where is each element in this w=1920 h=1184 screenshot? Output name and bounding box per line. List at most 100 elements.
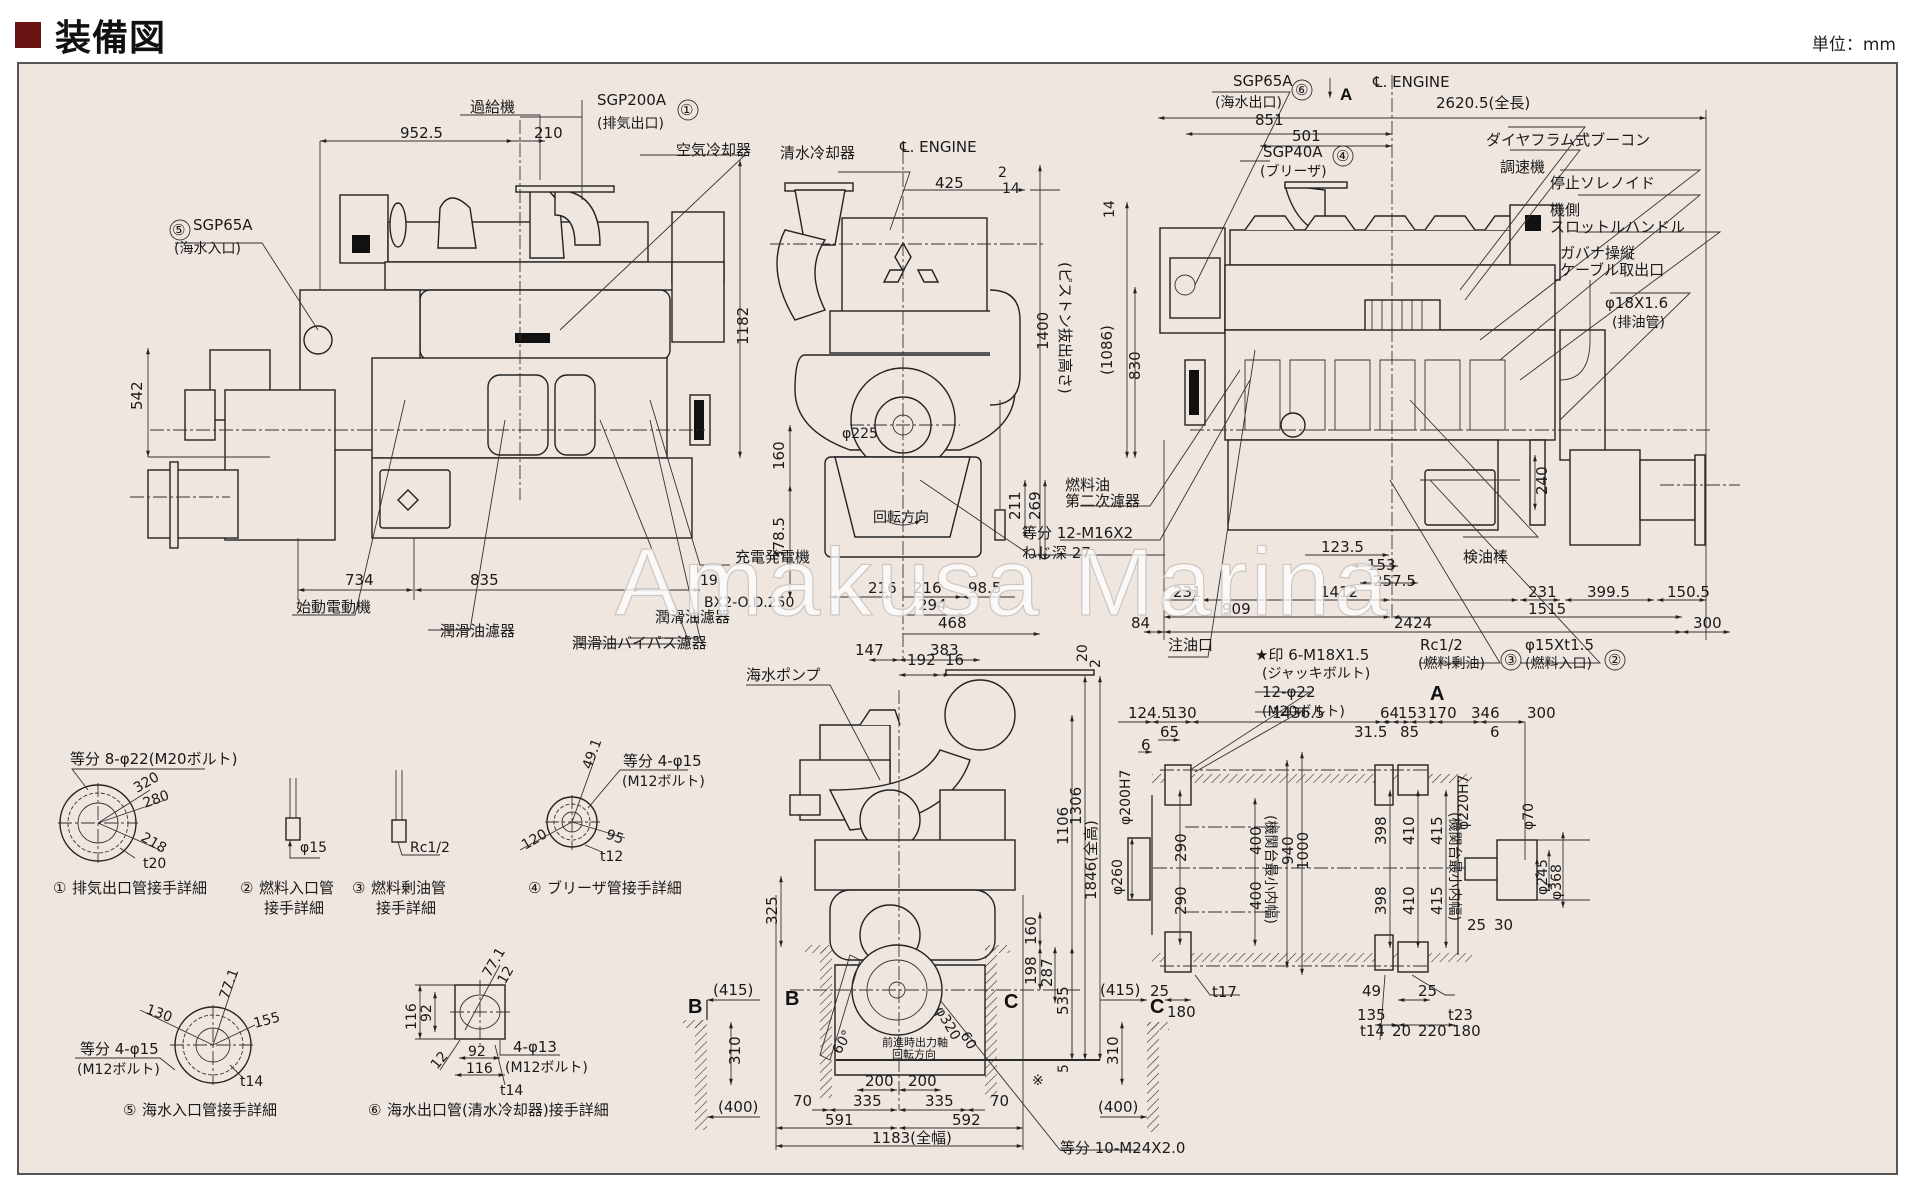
- dim-160: 160: [770, 441, 788, 470]
- dim-2424: 2424: [1394, 614, 1432, 632]
- dim-216b: 216: [913, 579, 942, 597]
- dim-20: 20: [1392, 1022, 1411, 1040]
- dim-phi70: φ70: [1521, 803, 1537, 830]
- dim-phi260: φ260: [1110, 859, 1126, 895]
- label-right-centerline: ℄. ENGINE: [1372, 73, 1450, 91]
- section-b-415: (415): [713, 981, 753, 999]
- detail-5-dim-77-1: 77.1: [217, 967, 243, 1002]
- dim-468: 468: [938, 614, 967, 632]
- front-view: [770, 150, 1165, 660]
- dim-p300: 300: [1527, 704, 1556, 722]
- dim-231a: 231: [1173, 583, 1202, 601]
- title-marker-icon: [15, 22, 41, 48]
- side-view-right: [1060, 75, 1740, 671]
- dim-1106: 1106: [1054, 807, 1072, 845]
- dim-5: 5: [1056, 1064, 1072, 1073]
- dim-r300: 300: [1693, 614, 1722, 632]
- dim-399-5: 399.5: [1587, 583, 1630, 601]
- detail-3-fuel-drain: [391, 770, 440, 856]
- label-fuel-drain: Rc1/2: [1420, 636, 1463, 654]
- detail-5-dim-155: 155: [252, 1009, 282, 1031]
- plan-view: [1118, 691, 1590, 1041]
- dim-257-5: 257.5: [1373, 572, 1416, 590]
- lube-filter: [487, 374, 549, 456]
- detail-6-bolts-note: (M12ボルト): [505, 1060, 588, 1076]
- dim-1183: 1183(全幅): [872, 1129, 952, 1147]
- dim-85: 85: [1400, 723, 1419, 741]
- detail-5-bolts-note: (M12ボルト): [77, 1062, 160, 1078]
- label-gov-cable-1: ガバナ操縦: [1560, 244, 1635, 262]
- label-oil-filler: 注油口: [1168, 636, 1213, 654]
- label-lube-filter-1: 潤滑油濾器: [440, 622, 515, 640]
- detail-6-dim-92b: 92: [468, 1044, 486, 1060]
- dim-1400: 1400: [1034, 312, 1052, 350]
- label-lube-filter-2: 潤滑油濾器: [655, 608, 730, 626]
- label-fuel-drain-note: (燃料剰油): [1418, 655, 1485, 672]
- dim-64: 64: [1380, 704, 1399, 722]
- label-rear-bolts: 等分 10-M24X2.0: [1060, 1139, 1185, 1157]
- label-fuel-inlet: φ15Xt1.5: [1525, 636, 1594, 654]
- page-title: 装備図: [55, 18, 167, 59]
- detail-6-sea-outlet: [415, 964, 560, 1086]
- exhaust-elbow: [944, 679, 1016, 751]
- dim-147: 147: [855, 641, 884, 659]
- section-c-415: (415): [1100, 981, 1140, 999]
- dim-98-5: 98.5: [968, 579, 1001, 597]
- dim-t23: t23: [1448, 1006, 1473, 1024]
- dim-phi220: φ220H7: [1456, 775, 1472, 830]
- dim-835: 835: [470, 571, 499, 589]
- dim-1086: (1086): [1098, 325, 1116, 375]
- label-sea-pump: 海水ポンプ: [746, 666, 821, 684]
- dim-1306: 1306: [1067, 787, 1085, 825]
- ref-3: ③: [1504, 651, 1517, 669]
- black-marker-icon: [352, 235, 370, 253]
- dim-211: 211: [1006, 491, 1024, 520]
- dim-398a: 398: [1372, 816, 1390, 845]
- view-a-marker: A: [1340, 85, 1352, 104]
- dim-124-5: 124.5: [1128, 704, 1171, 722]
- dim-70b: 70: [990, 1092, 1009, 1110]
- dim-170: 170: [1428, 704, 1457, 722]
- label-angle-60b: 60: [957, 1029, 980, 1052]
- label-bed-width-1: (機関台最小内幅): [1262, 815, 1278, 924]
- dim-269: 269: [1026, 491, 1044, 520]
- dim-phi200: φ200H7: [1118, 770, 1134, 825]
- section-c-310: 310: [1104, 1036, 1122, 1065]
- fresh-water-cooler: [841, 217, 988, 314]
- dim-130: 130: [1168, 704, 1197, 722]
- dim-1436-5: 1436.5: [1272, 704, 1325, 722]
- label-bed-width-2: (機関台最小内幅): [1446, 812, 1462, 921]
- detail-5-bolts: 等分 4-φ15: [80, 1040, 159, 1058]
- dim-410b: 410: [1400, 886, 1418, 915]
- label-sea-inlet-pipe: SGP65A: [193, 216, 253, 234]
- dim-294: 294: [918, 596, 947, 614]
- ref-6: ⑥: [1295, 81, 1308, 99]
- detail-6-dim-12a: 12: [495, 964, 518, 987]
- ref-1: ①: [680, 101, 693, 119]
- dim-phi245: φ245: [1535, 859, 1551, 895]
- dim-591: 591: [825, 1111, 854, 1129]
- label-drain-note: (排油管): [1612, 315, 1665, 331]
- label-output-rotation-1: 前進時出力軸: [882, 1035, 948, 1049]
- label-rear-b: B: [785, 988, 799, 1010]
- dim-25c: 25: [1418, 982, 1437, 1000]
- label-fuel-inlet-note: (燃料入口): [1525, 655, 1592, 672]
- dim-6b: 6: [1490, 723, 1500, 741]
- detail-2-title-2: 接手詳細: [264, 899, 324, 917]
- dim-16: 16: [945, 651, 964, 669]
- label-fuel-filter-1: 燃料油: [1065, 476, 1110, 494]
- detail-4-bolts-note: (M12ボルト): [622, 774, 705, 790]
- label-output-rotation-2: 回転方向: [892, 1047, 936, 1061]
- label-fuel-filter-2: 第二次濾器: [1065, 492, 1140, 510]
- dim-220: 220: [1418, 1022, 1447, 1040]
- dim-346: 346: [1471, 704, 1500, 722]
- dim-378-5: 378.5: [770, 517, 788, 560]
- label-front-centerline: ℄. ENGINE: [899, 138, 977, 156]
- dim-398b: 398: [1372, 886, 1390, 915]
- label-front-bolts: 等分 12-M16X2: [1022, 524, 1133, 542]
- dim-231b: 231: [1528, 583, 1557, 601]
- label-throttle-2: スロットルハンドル: [1550, 218, 1685, 236]
- dim-830: 830: [1126, 351, 1144, 380]
- dim-287: 287: [1038, 958, 1056, 987]
